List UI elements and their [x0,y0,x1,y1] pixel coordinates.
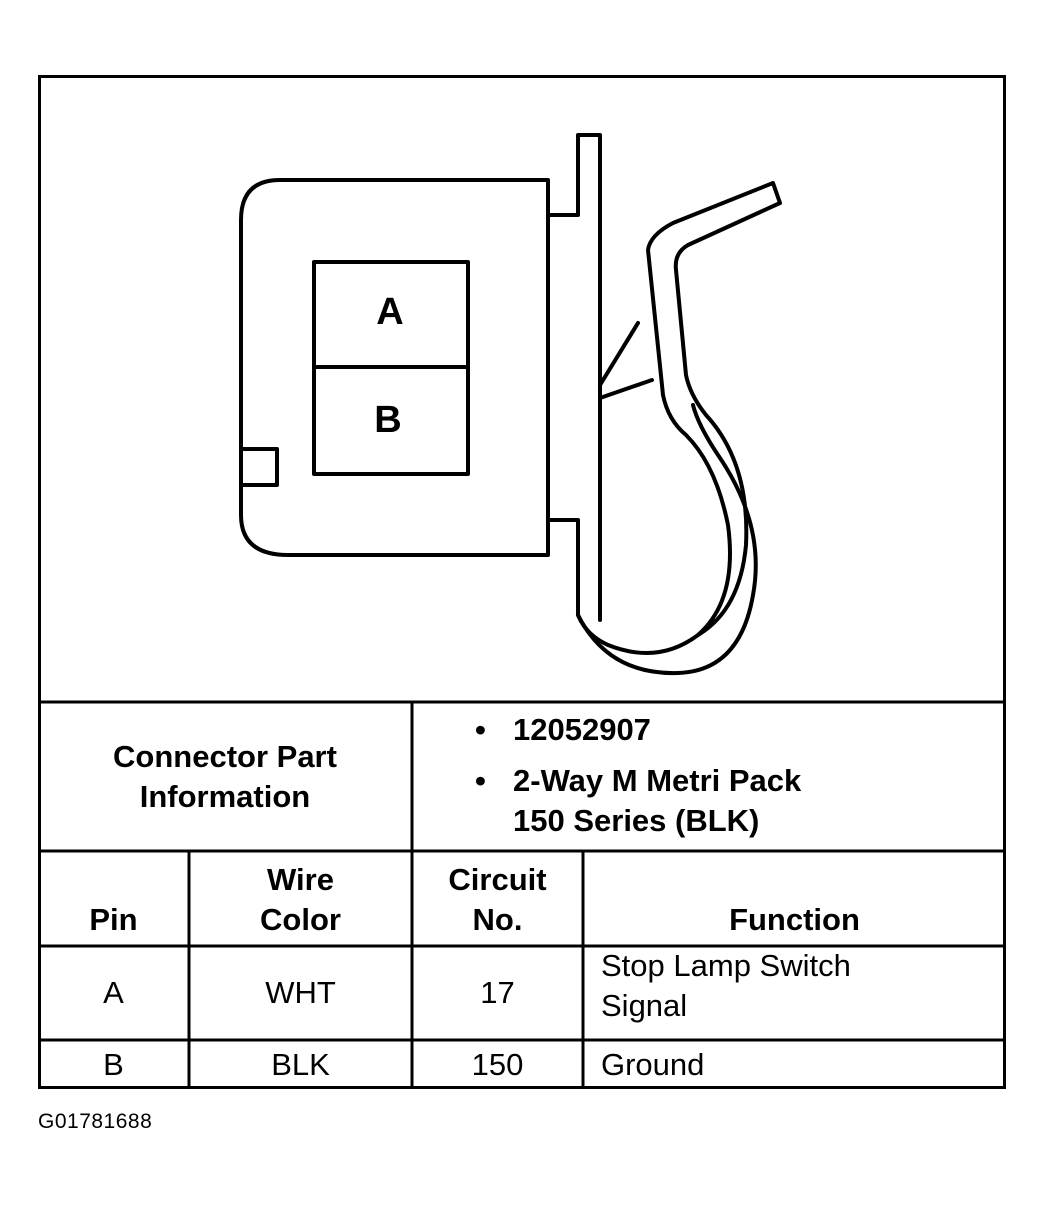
row-b-pin: B [103,1046,124,1082]
part-info-item: • 2-Way M Metri Pack 150 Series (BLK) [475,761,801,841]
part-info-label: Connector Part Information [38,702,412,851]
row-a-circuit: 17 [480,975,515,1010]
pin-label-b: B [374,399,402,441]
row-a-wire-color: WHT [265,975,336,1010]
row-a-function-line2: Signal [601,988,688,1023]
header-pin: Pin [89,902,138,937]
bullet-icon: • [475,712,486,747]
header-wire-color: Wire Color [189,851,412,946]
pin-label-a: A [376,291,404,333]
row-a-function: Stop Lamp Switch Signal [583,946,1006,1040]
connector-diagram-frame: A B Connector Part Information • 1205290… [38,75,1006,1089]
header-circuit-no: Circuit No. [412,851,583,946]
frame-lines [38,75,1006,1089]
part-number: 12052907 [513,712,651,747]
row-b-wire-color: BLK [271,1046,330,1082]
row-a-function-line1: Stop Lamp Switch [601,948,851,983]
part-info-list: • 12052907 • 2-Way M Metri Pack 150 Seri… [475,710,801,841]
part-info-label-line1: Connector Part [113,738,337,774]
header-wire-color-line1: Wire [267,862,334,897]
row-a-pin: A [103,975,124,1010]
part-info-label-line2: Information [139,778,311,814]
header-wire-color-line2: Color [260,902,341,937]
figure-id: G01781688 [38,1110,153,1133]
connector-body [239,178,550,557]
part-description-line1: 2-Way M Metri Pack [513,763,802,798]
header-circuit-line1: Circuit [448,862,547,897]
bullet-icon: • [475,763,486,798]
locking-clip [576,181,782,655]
part-description-line2: 150 Series (BLK) [513,803,760,838]
header-circuit-line2: No. [472,902,523,937]
row-b-circuit: 150 [471,1046,524,1082]
key-notch [239,447,279,487]
connector-drawing [239,133,782,676]
header-function: Function [729,902,860,937]
row-b-function: Ground [601,1046,705,1082]
part-info-item: • 12052907 [475,710,801,750]
